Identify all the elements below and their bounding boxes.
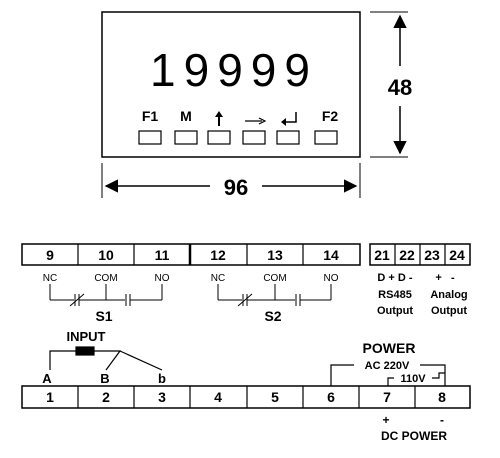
input-b-label: B bbox=[100, 371, 109, 386]
width-label: 96 bbox=[224, 175, 248, 200]
terminal-14: 14 bbox=[323, 247, 339, 263]
power-label: POWER bbox=[363, 340, 416, 356]
terminal-21: 21 bbox=[374, 247, 390, 263]
terminal-13: 13 bbox=[267, 247, 283, 263]
dc-minus-label: - bbox=[440, 413, 444, 427]
relay-s1-contacts bbox=[49, 284, 163, 307]
s1-no-label: NO bbox=[155, 273, 170, 284]
analog-pin-labels: + - bbox=[435, 272, 455, 284]
key-f1 bbox=[138, 130, 162, 145]
input-b-lower-label: b bbox=[158, 371, 166, 386]
enter-icon bbox=[281, 112, 297, 126]
terminal-5: 5 bbox=[271, 389, 279, 405]
key-label-f2: F2 bbox=[322, 108, 339, 124]
dc-plus-label: + bbox=[382, 413, 389, 427]
width-dimension bbox=[101, 163, 361, 198]
dc-power-label: DC POWER bbox=[381, 429, 447, 443]
terminal-23: 23 bbox=[424, 247, 440, 263]
terminal-3: 3 bbox=[158, 389, 166, 405]
terminal-8: 8 bbox=[438, 389, 446, 405]
power-wiring bbox=[330, 364, 446, 386]
front-panel-outline bbox=[101, 11, 361, 158]
terminal-12: 12 bbox=[210, 247, 226, 263]
up-arrow-icon bbox=[215, 111, 223, 126]
rs485-pin-labels: D + D - bbox=[377, 272, 412, 284]
s1-nc-label: NC bbox=[43, 273, 57, 284]
key-label-m: M bbox=[180, 108, 192, 124]
key-up bbox=[207, 130, 231, 145]
input-label: INPUT bbox=[67, 329, 106, 344]
terminal-4: 4 bbox=[214, 389, 222, 405]
ac-110v-label: 110V bbox=[400, 373, 426, 385]
s1-com-label: COM bbox=[94, 273, 117, 284]
key-f2 bbox=[314, 130, 338, 145]
relay-s2-contacts bbox=[217, 284, 332, 307]
analog-label: Analog bbox=[430, 289, 467, 301]
input-a-label: A bbox=[42, 371, 52, 386]
analog-output-label: Output bbox=[431, 305, 467, 317]
terminal-2: 2 bbox=[102, 389, 110, 405]
terminal-1: 1 bbox=[46, 389, 54, 405]
input-sensor-wiring bbox=[49, 346, 163, 371]
s2-com-label: COM bbox=[263, 273, 286, 284]
terminal-7: 7 bbox=[383, 389, 391, 405]
s2-no-label: NO bbox=[324, 273, 339, 284]
key-right bbox=[242, 130, 266, 145]
key-label-f1: F1 bbox=[142, 108, 159, 124]
terminal-11: 11 bbox=[155, 247, 170, 263]
relay-s2-label: S2 bbox=[264, 308, 281, 324]
ac-220v-label: AC 220V bbox=[365, 360, 410, 372]
rs485-output-label: Output bbox=[377, 305, 413, 317]
key-m bbox=[174, 130, 198, 145]
height-label: 48 bbox=[388, 75, 412, 100]
s2-nc-label: NC bbox=[211, 273, 225, 284]
key-enter bbox=[276, 130, 300, 145]
terminal-24: 24 bbox=[449, 247, 465, 263]
terminal-6: 6 bbox=[327, 389, 335, 405]
display-readout: 19999 bbox=[150, 44, 318, 96]
power-input-terminal-strip bbox=[21, 385, 471, 409]
rs485-label: RS485 bbox=[378, 289, 412, 301]
terminal-9: 9 bbox=[46, 247, 54, 263]
right-arrow-icon bbox=[245, 117, 267, 125]
relay-s1-label: S1 bbox=[95, 308, 112, 324]
terminal-22: 22 bbox=[399, 247, 415, 263]
height-dimension bbox=[370, 11, 408, 158]
terminal-10: 10 bbox=[98, 247, 114, 263]
